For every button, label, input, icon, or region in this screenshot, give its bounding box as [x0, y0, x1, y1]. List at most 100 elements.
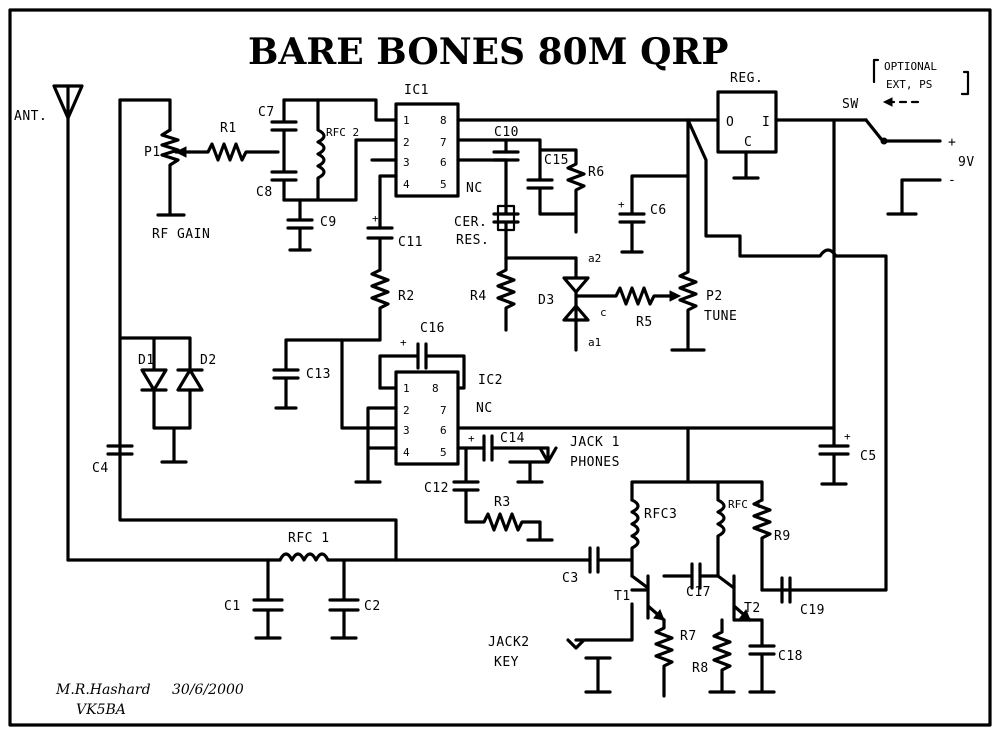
- r2-resistor: [340, 268, 390, 430]
- c1-capacitor: [252, 558, 284, 640]
- r8-label: R8: [692, 661, 709, 676]
- rfc2-label: RFC 2: [326, 126, 359, 139]
- ic2-pin2: 2: [403, 404, 410, 417]
- wire-output-supply: [630, 426, 764, 502]
- c7-c8-caps: [270, 98, 298, 202]
- wire-left-rail: [118, 98, 398, 562]
- r8-resistor: [708, 618, 736, 694]
- rfc4-inductor: [716, 480, 726, 578]
- ic2-pin5: 5: [440, 446, 447, 459]
- d3-a1-label: a1: [588, 336, 601, 349]
- jack1-socket: [508, 446, 558, 484]
- c3-capacitor: [588, 546, 634, 574]
- r5-label: R5: [636, 315, 653, 330]
- tune-label: TUNE: [704, 309, 737, 324]
- c18-label: C18: [778, 649, 803, 664]
- wire-diodes-bottom: [152, 388, 192, 464]
- ic2-pin6: 6: [440, 424, 447, 437]
- batt-plus-label: +: [948, 135, 956, 150]
- jack2-socket: [566, 602, 634, 694]
- p1-potentiometer: [156, 128, 186, 217]
- ic1-pin3: 3: [403, 156, 410, 169]
- batt-negative: [886, 178, 942, 216]
- c2-capacitor: [328, 558, 360, 640]
- rfc2-inductor: [316, 98, 326, 202]
- c4-capacitor: [106, 444, 134, 456]
- c17-label: C17: [686, 585, 711, 600]
- signature-callsign: VK5BA: [76, 702, 126, 718]
- c15-label: C15: [544, 153, 569, 168]
- t1-label: T1: [614, 589, 631, 604]
- c5-capacitor: [818, 428, 850, 486]
- ic1-label: IC1: [404, 83, 429, 98]
- r3-label: R3: [494, 495, 511, 510]
- r5-resistor: [606, 286, 678, 306]
- signature-date: 30/6/2000: [172, 682, 244, 698]
- c9-capacitor: [286, 198, 314, 252]
- c7-label: C7: [258, 105, 275, 120]
- rfc3-inductor: [630, 498, 640, 578]
- d3-c-label: c: [600, 306, 607, 319]
- c5-label: C5: [860, 449, 877, 464]
- p1-label: P1: [144, 145, 161, 160]
- d2-label: D2: [200, 353, 217, 368]
- ic2-chip: [394, 370, 460, 466]
- optional-bracket: [872, 58, 970, 96]
- ic1-chip: [394, 102, 460, 198]
- wire-ic1-pin4: [370, 158, 398, 230]
- ic1-pin8: 8: [440, 114, 447, 127]
- c6-capacitor: [618, 174, 690, 254]
- page-border: [8, 8, 992, 727]
- c19-capacitor: [780, 576, 792, 604]
- c11-plus: +: [372, 212, 379, 225]
- c9-label: C9: [320, 215, 337, 230]
- reg-label: REG.: [730, 71, 763, 86]
- c14-plus: +: [468, 432, 475, 445]
- reg-i-label: I: [762, 115, 770, 130]
- signature-name: M.R.Hashard: [55, 682, 151, 698]
- r9-resistor: [752, 498, 772, 592]
- batt-9v-label: 9V: [958, 155, 975, 170]
- sw-label: SW: [842, 97, 859, 112]
- r4-label: R4: [470, 289, 487, 304]
- c16-plus: +: [400, 336, 407, 349]
- c6-label: C6: [650, 203, 667, 218]
- c12-r3: [452, 446, 554, 542]
- ic1-pin4: 4: [403, 178, 410, 191]
- c10-label: C10: [494, 125, 519, 140]
- ic2-pin4: 4: [403, 446, 410, 459]
- diagram-title: BARE BONES 80M QRP: [248, 31, 728, 73]
- c11-label: C11: [398, 235, 423, 250]
- r6-label: R6: [588, 165, 605, 180]
- d3-diode: [562, 256, 590, 352]
- rfc1-inductor: [278, 552, 330, 562]
- rfc3-label: RFC3: [644, 507, 677, 522]
- p2-potentiometer: [670, 118, 706, 352]
- c3-label: C3: [562, 571, 579, 586]
- c16-capacitor: [378, 342, 466, 390]
- r7-resistor: [654, 618, 674, 698]
- c14-label: C14: [500, 431, 525, 446]
- c4-label: C4: [92, 461, 109, 476]
- d1-diode: [140, 368, 168, 392]
- d1-label: D1: [138, 353, 155, 368]
- r6-resistor: [538, 148, 586, 234]
- key-label: KEY: [494, 655, 519, 670]
- c13-capacitor: [272, 338, 344, 410]
- antenna-symbol: [52, 84, 84, 562]
- c6-plus: +: [618, 198, 625, 211]
- t2-transistor: [716, 574, 792, 622]
- t2-label: T2: [744, 601, 761, 616]
- wire-diodes-top: [118, 336, 192, 370]
- c16-label: C16: [420, 321, 445, 336]
- c8-label: C8: [256, 185, 273, 200]
- d2-diode: [176, 368, 204, 392]
- r1-label: R1: [220, 121, 237, 136]
- wire-c7-ic1: [282, 98, 398, 122]
- ic2-pin3: 3: [403, 424, 410, 437]
- ic1-pin2: 2: [403, 136, 410, 149]
- ic1-pin6: 6: [440, 156, 447, 169]
- rfc4-label: RFC 4: [728, 498, 761, 511]
- ic2-pin1: 1: [403, 382, 410, 395]
